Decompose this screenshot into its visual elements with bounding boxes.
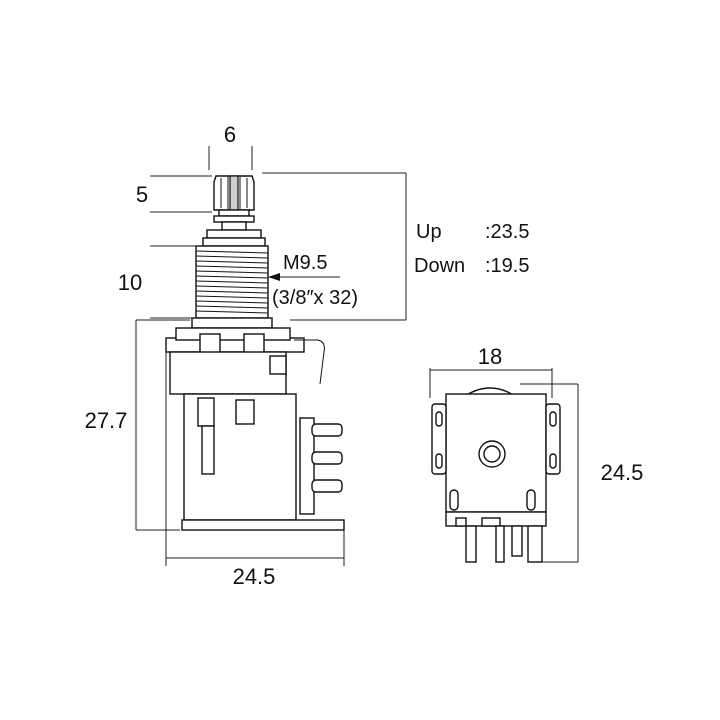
dim-bushing-height: 10 [118,245,196,319]
thread-line [195,265,269,269]
knurled-shaft [213,175,255,231]
thread-label: M9.5 [283,252,327,274]
dim-shaft-width: 6 [208,122,253,170]
pot-casing [181,393,345,531]
thread-line [195,250,269,254]
dim-label-body-width: 24.5 [233,564,276,589]
dim-label-bushing-height: 10 [118,270,142,295]
dim-label-body-height: 27.7 [85,408,128,433]
thread-line [195,260,269,264]
thread-line [195,275,269,279]
dim-body-height: 27.7 [85,319,190,531]
thread-line [195,300,269,304]
dim-label-knurl-height: 5 [136,182,148,207]
thread-line [195,305,269,309]
dim-label-shaft-width: 6 [224,122,236,147]
travel-down-label: Down [414,255,465,277]
side-view: 6 5 10 M9.5 (3/8″x 32) 27.7 [85,122,407,589]
dim-label-rear-height: 24.5 [601,460,644,485]
thread-spec: (3/8″x 32) [272,287,358,309]
switch-housing [165,327,325,395]
dim-label-rear-width: 18 [478,344,502,369]
dim-rear-width: 18 [429,344,553,398]
dim-body-width: 24.5 [165,352,345,589]
dim-rear-height: 24.5 [520,383,644,563]
thread-line [195,270,269,274]
thread-line [195,290,269,294]
dim-travel-reference [262,172,407,321]
thread-line [195,310,269,314]
travel-down-value: :19.5 [485,255,529,277]
threaded-bushing [191,229,273,329]
travel-up-value: :23.5 [485,221,529,243]
thread-line [195,285,269,289]
thread-line [195,280,269,284]
thread-callout: M9.5 (3/8″x 32) [268,252,358,309]
rear-view: 18 24.5 [429,344,644,563]
thread-line [195,295,269,299]
dim-knurl-height: 5 [136,175,212,213]
travel-up-label: Up [416,221,442,243]
travel-spec: Up :23.5 Down :19.5 [414,221,529,277]
thread-line [195,255,269,259]
